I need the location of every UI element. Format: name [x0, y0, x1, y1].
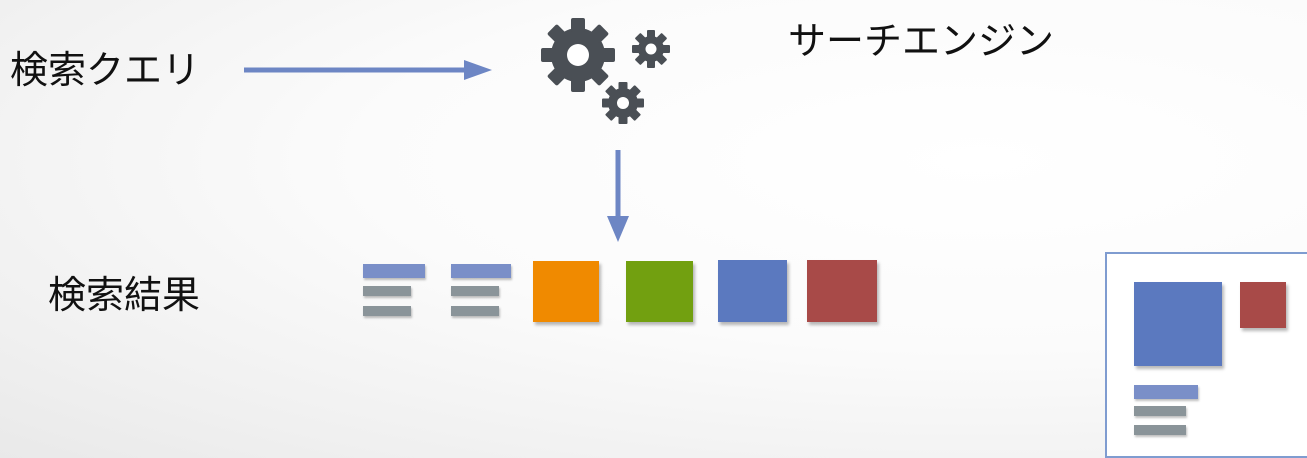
- snippet-line-bar: [451, 306, 499, 316]
- result-orange-tile: [533, 261, 599, 322]
- snippet-line-bar: [363, 306, 411, 316]
- preview-blue-tile: [1134, 282, 1222, 366]
- preview-snippet-line-bar: [1134, 425, 1186, 435]
- query-label: 検索クエリ: [10, 48, 201, 92]
- snippet-line-bar: [363, 286, 411, 296]
- engine-label: サーチエンジン: [788, 19, 1055, 63]
- gears-icon: [541, 18, 670, 124]
- snippet-title-bar: [363, 264, 425, 278]
- arrow-right-icon: [244, 60, 492, 80]
- preview-snippet-title-bar: [1134, 385, 1198, 399]
- snippet-title-bar: [451, 264, 511, 278]
- arrow-down-icon: [607, 150, 629, 242]
- snippet-line-bar: [451, 286, 499, 296]
- result-blue-tile: [718, 260, 787, 322]
- result-green-tile: [626, 261, 693, 322]
- result-red-tile: [807, 260, 877, 322]
- results-layout-preview: [1105, 252, 1307, 458]
- results-label: 検索結果: [48, 273, 201, 317]
- preview-red-tile: [1240, 282, 1286, 328]
- preview-snippet-line-bar: [1134, 406, 1186, 416]
